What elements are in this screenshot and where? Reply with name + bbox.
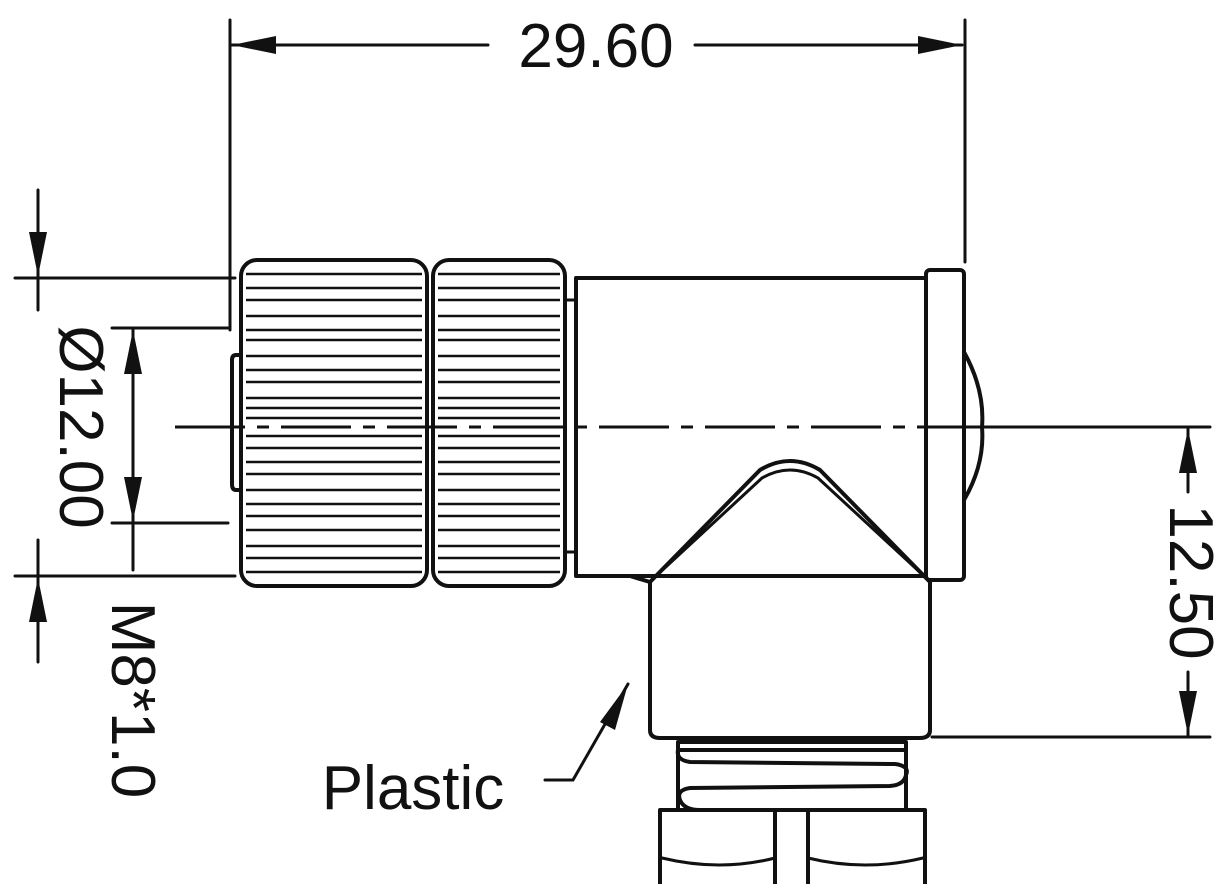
material-callout: Plastic bbox=[322, 682, 630, 823]
dimension-diameter: Ø12.00 bbox=[13, 188, 237, 664]
dimension-thread: M8*1.0 bbox=[98, 326, 230, 798]
dimension-height: 12.50 bbox=[930, 425, 1225, 739]
cable-gland-nut bbox=[658, 808, 927, 884]
front-thread-stub bbox=[230, 353, 243, 492]
material-label: Plastic bbox=[322, 754, 505, 823]
knurled-nut-left bbox=[239, 258, 429, 588]
diameter-label: Ø12.00 bbox=[46, 325, 115, 528]
cable-gland-thread bbox=[675, 740, 909, 812]
cable-outlet bbox=[628, 459, 932, 740]
height-label: 12.50 bbox=[1156, 504, 1225, 659]
thread-label: M8*1.0 bbox=[98, 602, 167, 798]
dimension-overall-length: 29.60 bbox=[228, 12, 967, 332]
connector-body bbox=[574, 268, 985, 582]
knurled-nut-right bbox=[431, 258, 567, 588]
overall-length-label: 29.60 bbox=[518, 12, 673, 81]
